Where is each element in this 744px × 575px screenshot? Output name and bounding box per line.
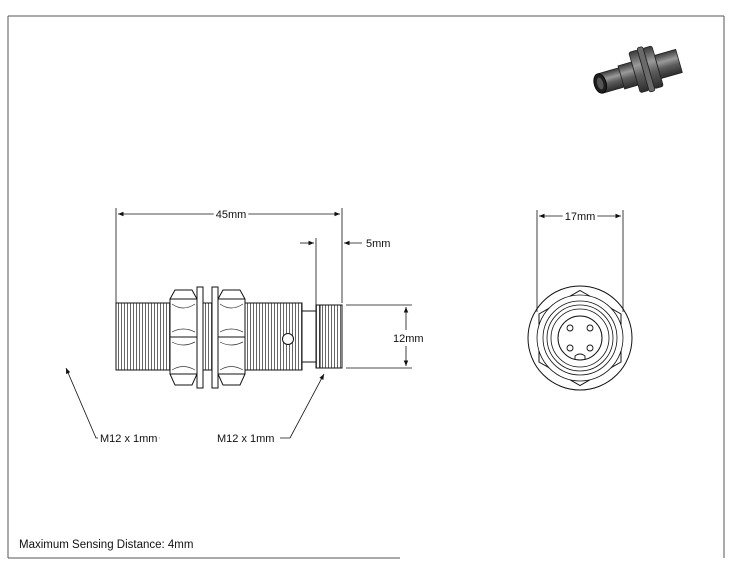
left-thread	[115, 302, 176, 371]
thread-groove	[301, 310, 317, 363]
led-indicator	[282, 333, 294, 345]
dim-body-diameter: 12mm	[393, 333, 424, 345]
right-washer	[211, 286, 219, 389]
thread-callout-right: M12 x 1mm	[217, 433, 274, 445]
connector-pin	[566, 324, 574, 332]
sheet-border	[7, 15, 725, 559]
dim-overall-length: 45mm	[216, 209, 247, 221]
label-background	[364, 237, 393, 251]
connector-key	[574, 353, 586, 360]
sensing-distance-note: Maximum Sensing Distance: 4mm	[19, 539, 194, 551]
thread-callout-left: M12 x 1mm	[100, 433, 157, 445]
sensor-side-view	[115, 286, 343, 389]
connector-pin	[566, 344, 574, 352]
left-washer	[196, 286, 204, 389]
isometric-preview	[593, 45, 683, 94]
dim-front-length: 5mm	[366, 238, 390, 250]
sensor-end-view	[527, 285, 633, 391]
label-background	[562, 210, 598, 224]
connector-face	[557, 315, 603, 361]
label-background	[215, 432, 277, 446]
connector-pin	[586, 324, 594, 332]
dim-hex-width: 17mm	[565, 211, 596, 223]
connector-pin	[586, 344, 594, 352]
middle-thread	[202, 302, 213, 371]
label-background	[213, 208, 249, 222]
label-background	[98, 432, 160, 446]
label-background	[391, 332, 426, 346]
